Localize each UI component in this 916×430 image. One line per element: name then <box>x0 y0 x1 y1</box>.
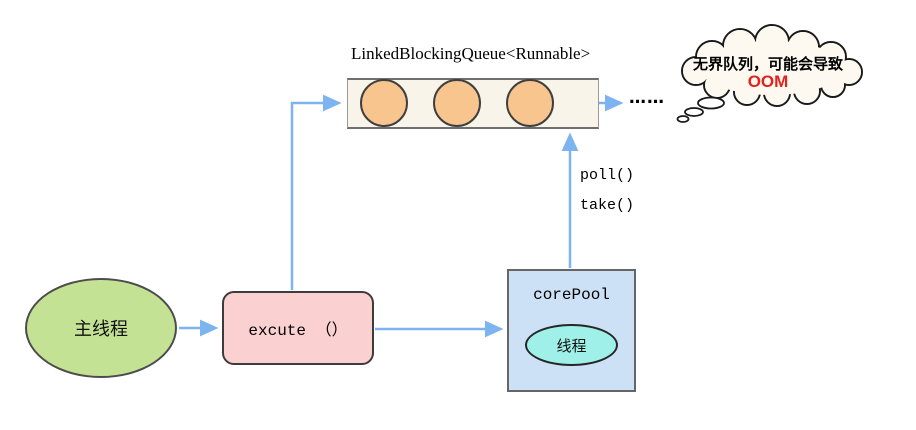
thought-cloud-tail <box>676 96 725 123</box>
queue-title: LinkedBlockingQueue<Runnable> <box>351 44 591 63</box>
arrow-execute-to-queue <box>290 94 342 290</box>
corepool-node: corePool 线程 <box>507 269 636 392</box>
task-circle-1 <box>360 79 408 127</box>
execute-label: excute （） <box>248 322 348 340</box>
thread-node: 线程 <box>525 324 618 366</box>
corepool-title: corePool <box>533 286 610 304</box>
task-circle-2 <box>433 79 481 127</box>
poll-label: poll() <box>580 167 635 184</box>
main-thread-node: 主线程 <box>25 278 177 378</box>
execute-node: excute （） <box>222 291 374 365</box>
cloud-note-line1: 无界队列，可能会导致 <box>692 56 843 73</box>
cloud-note-oom: OOM <box>747 72 789 91</box>
thread-label: 线程 <box>556 337 587 355</box>
take-label: take() <box>580 197 635 214</box>
main-thread-label: 主线程 <box>74 319 128 339</box>
task-circle-3 <box>506 79 554 127</box>
queue-ellipsis: …… <box>629 88 665 108</box>
